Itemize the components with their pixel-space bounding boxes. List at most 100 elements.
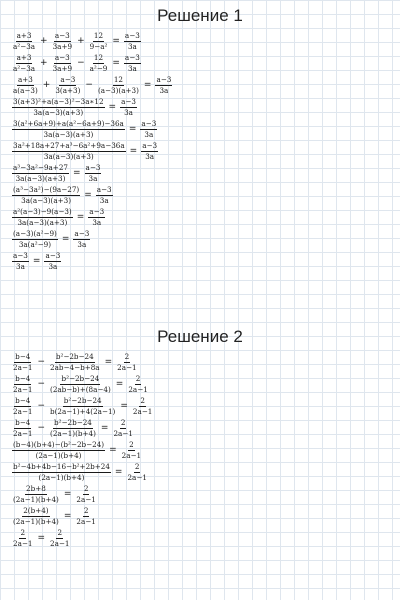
result-fraction-denominator: 3a [127, 41, 137, 51]
fraction-2-denominator: 3a+9 [52, 63, 73, 73]
equals-sign: = [112, 58, 120, 68]
fraction-2-denominator: 2ab−4−b+8a [50, 362, 100, 372]
fraction-1: b²−4b+4b−16−b²+2b+24(2a−1)(b+4) [12, 462, 111, 482]
operator-1: − [37, 379, 46, 389]
fraction-1-denominator: 2a−1 [13, 362, 33, 372]
fraction-1-denominator: 3a(a−3)(a+3) [43, 129, 94, 139]
result-fraction-denominator: 2a−1 [76, 516, 96, 526]
fraction-2: b²−2b−24(2ab−b)+(8a−4) [49, 373, 112, 394]
result-fraction-denominator: 3a [88, 173, 98, 183]
result-fraction-denominator: 3a [145, 151, 155, 161]
result-fraction-numerator: 2 [133, 461, 141, 473]
result-fraction-denominator: 3a [159, 85, 169, 95]
fraction-2: b²−2b−24(2a−1)(b+4) [49, 417, 97, 438]
result-fraction-numerator: 2 [119, 417, 127, 429]
result-fraction-denominator: 3a [48, 261, 58, 271]
fraction-2-numerator: a−3 [53, 52, 71, 64]
result-fraction-numerator: 2 [128, 439, 135, 451]
fraction-1: (a³−3a²)−(9a−27)3a(a−3)(a+3) [12, 184, 81, 205]
result-fraction-denominator: 2a−1 [113, 428, 133, 438]
equals-sign: = [61, 234, 70, 244]
result-fraction-numerator: a−3 [73, 228, 91, 240]
fraction-2-numerator: b²−2b−24 [60, 373, 101, 385]
equals-sign: = [114, 467, 123, 477]
result-fraction-denominator: 2a−1 [132, 406, 153, 416]
fraction-1-numerator: 3(a²+6a+9)+a(a²−6a+9)−36a [12, 118, 125, 130]
result-fraction-denominator: 3a [92, 217, 102, 227]
equals-sign: = [112, 36, 120, 46]
result-fraction-numerator: a−3 [84, 162, 102, 174]
fraction-2-denominator: 3(a+3) [55, 85, 81, 95]
result-fraction-numerator: 2 [82, 505, 90, 517]
operator-1: − [37, 357, 46, 367]
result-fraction-denominator: 3a [124, 107, 133, 117]
fraction-1: 2b+8(2a−1)(b+4) [12, 484, 60, 504]
operator-1: − [37, 423, 46, 433]
result-fraction-denominator: 2a−1 [117, 362, 137, 372]
fraction-1-denominator: (2a−1)(b+4) [13, 516, 59, 526]
fraction-1-denominator: 3a [16, 261, 25, 271]
result-fraction-numerator: 2 [56, 527, 64, 539]
fraction-2-denominator: (2a−1)(b+4) [50, 428, 96, 438]
fraction-2-numerator: b²−2b−24 [53, 417, 93, 429]
fraction-1-numerator: b−4 [14, 351, 32, 363]
fraction-1-numerator: a−3 [12, 250, 29, 262]
result-fraction-denominator: 3a [144, 129, 154, 139]
fraction-1-numerator: (a³−3a²)−(9a−27) [12, 184, 81, 196]
operator-1: + [40, 36, 48, 46]
result-fraction-numerator: a−3 [88, 206, 106, 218]
fraction-1-denominator: 2a−1 [13, 384, 33, 394]
fraction-1: (b−4)(b+4)−(b²−2b−24)(2a−1)(b+4) [12, 440, 106, 460]
fraction-1-denominator: 2a−1 [13, 538, 33, 548]
result-fraction-denominator: 2a−1 [128, 384, 148, 394]
fraction-1-denominator: 3a(a−3)(a+3) [21, 195, 72, 205]
fraction-2-numerator: a−3 [59, 74, 77, 86]
result-fraction-numerator: a−3 [95, 184, 113, 196]
fraction-1-numerator: 3(a+3)²+a(a−3)²−3a∗12 [12, 96, 105, 108]
fraction-1-numerator: 3a²+18a+27+a³−6a²+9a−36a [12, 140, 126, 152]
fraction-1-denominator: 2a−1 [13, 428, 33, 438]
fraction-1-numerator: b−4 [14, 373, 32, 385]
fraction-3-numerator: 12 [92, 30, 105, 42]
solution-2-title: Решение 2 [157, 327, 243, 346]
operator-2: + [77, 36, 85, 46]
fraction-3-numerator: 12 [112, 74, 124, 86]
fraction-3-denominator: a²−9 [89, 63, 108, 73]
fraction-1-numerator: 2(b+4) [22, 505, 50, 517]
equals-sign: = [115, 379, 124, 389]
fraction-3-numerator: 12 [92, 52, 105, 64]
fraction-1-numerator: b−4 [14, 395, 32, 407]
result-fraction-numerator: 2 [123, 351, 131, 363]
